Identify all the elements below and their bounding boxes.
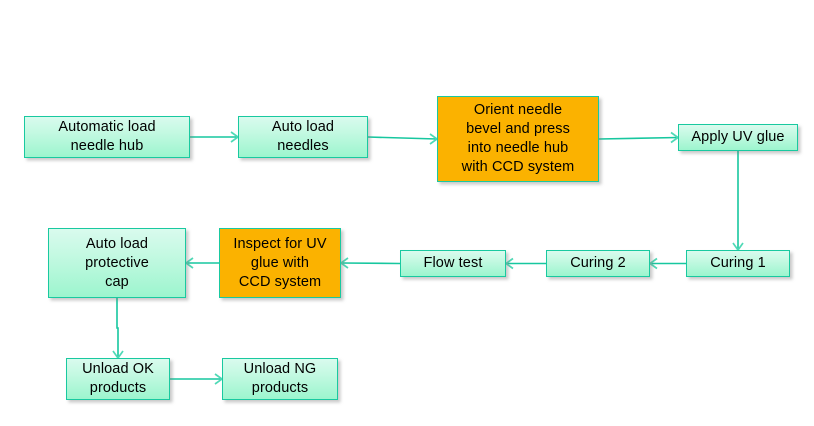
connector-line <box>367 136 438 140</box>
node-label: Flow test <box>423 255 483 271</box>
arrowhead <box>670 131 680 144</box>
node-curing-2[interactable]: Curing 2 <box>546 250 650 277</box>
connector-line <box>598 136 679 140</box>
connector-edge-orient-to-glue <box>598 131 680 144</box>
connector-edge-inspect-to-cap <box>184 257 219 269</box>
arrowhead <box>648 257 658 270</box>
arrowhead <box>230 131 240 143</box>
connector-line <box>116 298 119 358</box>
arrowhead <box>184 257 194 269</box>
arrowhead <box>339 257 349 269</box>
connector-line <box>340 262 401 265</box>
node-flow-test[interactable]: Flow test <box>400 250 506 277</box>
connector-edge-curing2-to-flowtest <box>504 257 546 270</box>
node-curing-1[interactable]: Curing 1 <box>686 250 790 277</box>
connector-edge-glue-to-curing1 <box>732 151 744 252</box>
connector-edge-flowtest-to-inspect <box>339 257 401 269</box>
connector-edge-needles-to-orient <box>367 133 439 145</box>
connector-edge-unloadok-to-unloadng <box>170 373 224 385</box>
node-label: Curing 2 <box>570 255 626 271</box>
arrowhead <box>214 373 224 385</box>
arrowhead <box>504 257 514 270</box>
arrowhead <box>112 350 124 360</box>
arrowhead <box>429 133 439 145</box>
connector-edge-hub-to-needles <box>190 131 240 143</box>
node-apply-uv-glue[interactable]: Apply UV glue <box>678 124 798 151</box>
node-label: Apply UV glue <box>691 129 785 145</box>
connector-edge-curing1-to-curing2 <box>648 257 686 270</box>
arrowhead <box>732 242 744 252</box>
node-label: Curing 1 <box>710 255 766 271</box>
connector-edge-cap-to-unloadok <box>112 298 124 360</box>
